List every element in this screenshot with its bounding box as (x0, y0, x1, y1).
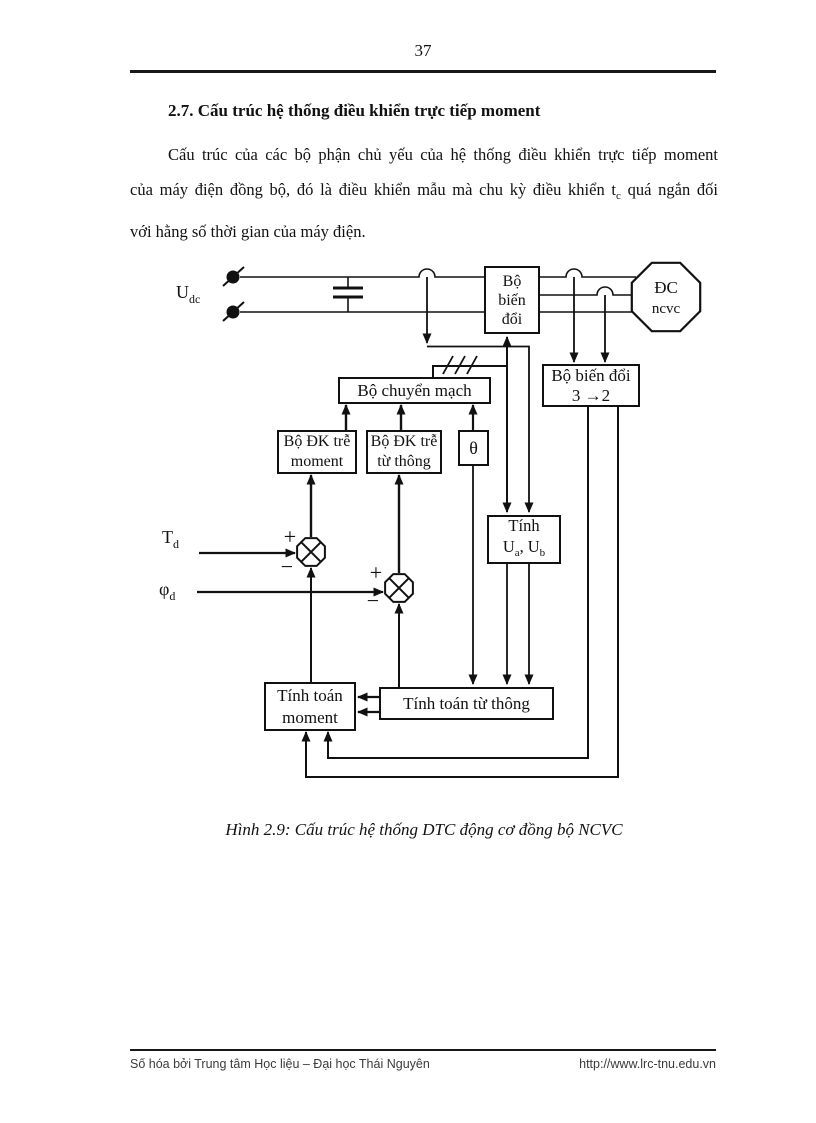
block-converter-3to2-line1: Bộ biến đổi (551, 365, 631, 385)
moment-junction-minus-sign: − (281, 554, 293, 579)
phid-sub: d (169, 589, 176, 603)
block-hysteresis-moment-line2: moment (290, 453, 344, 470)
block-calc-flux-label: Tính toán từ thông (403, 693, 530, 713)
block-calc-moment: Tính toán moment (264, 682, 356, 731)
figure-caption: Hình 2.9: Cấu trúc hệ thống DTC động cơ … (225, 820, 623, 839)
td-sub: d (173, 537, 179, 551)
footer-left-text: Số hóa bởi Trung tâm Học liệu – Đại học … (130, 1057, 430, 1071)
block-calc-flux: Tính toán từ thông (379, 687, 554, 720)
flux-junction-x (388, 577, 410, 599)
td-label: Td (162, 527, 179, 552)
dc-terminal-top-slash (222, 266, 245, 287)
header-rule (130, 70, 716, 73)
bundle-slash-1 (442, 355, 454, 375)
td-base: T (162, 527, 173, 547)
paragraph-line-2-text: của máy điện đồng bộ, đó là điều khiển m… (130, 180, 616, 199)
moment-junction-x (300, 541, 322, 563)
ub-symbol: U (527, 537, 540, 556)
footer-rule (130, 1049, 716, 1051)
section-heading: 2.7. Cấu trúc hệ thống điều khiển trực t… (168, 101, 541, 120)
moment-junction-plus-sign: + (284, 524, 296, 549)
bundle-slash-3 (466, 355, 478, 375)
dc-terminal-bottom-slash (222, 301, 245, 322)
body-paragraph: Cấu trúc của các bộ phận chủ yếu của hệ … (130, 137, 718, 249)
block-calc-moment-line2: moment (282, 707, 338, 727)
block-hysteresis-moment-line1: Bộ ĐK trễ (283, 433, 351, 450)
tc-subscript: c (616, 190, 621, 202)
ub-subscript: b (539, 547, 546, 559)
footer-right-text: http://www.lrc-tnu.edu.vn (579, 1057, 716, 1071)
block-inverter-line2: biến (498, 291, 526, 309)
udc-base: U (176, 282, 189, 302)
phid-label: φd (159, 579, 175, 604)
ua-subscript: a (514, 547, 520, 559)
motor-phase-line-2 (538, 286, 636, 296)
current-feedback-inner (323, 406, 589, 759)
block-converter-3to2-line2: 3 →2 (571, 385, 611, 405)
phid-base: φ (159, 579, 170, 599)
paragraph-line-1: Cấu trúc của các bộ phận chủ yếu của hệ … (168, 145, 718, 164)
block-calc-uab-line2: Ua,Ub (503, 536, 545, 564)
block-calc-uab-line1: Tính (508, 516, 540, 535)
udc-sub: dc (189, 292, 201, 306)
block-calc-uab: Tính Ua,Ub (487, 515, 561, 564)
paragraph-line-2-tail: quá ngắn đối (627, 180, 719, 199)
gate-bundle-line (432, 365, 507, 377)
dc-bus-top-line (240, 268, 484, 278)
block-hysteresis-flux-line1: Bộ ĐK trễ (370, 433, 438, 450)
block-calc-moment-line1: Tính toán (277, 685, 343, 705)
block-converter-3to2: Bộ biến đổi 3 →2 (542, 364, 640, 407)
block-theta-label: θ (469, 438, 478, 458)
block-theta: θ (458, 430, 489, 466)
block-hysteresis-flux-line2: từ thông (377, 453, 431, 470)
motor-octagon (630, 261, 702, 333)
block-hysteresis-flux: Bộ ĐK trễ từ thông (366, 430, 442, 474)
block-switch-table: Bộ chuyển mạch (338, 377, 491, 404)
paragraph-line-3: với hằng số thời gian của máy điện. (130, 222, 366, 241)
ua-symbol: U (502, 537, 515, 556)
flux-junction-plus-sign: + (370, 560, 382, 585)
motor-phase-line-1 (538, 268, 636, 278)
motor-label-line1: ĐC (654, 278, 678, 297)
flux-junction-minus-sign: − (367, 588, 379, 613)
motor-label-line2: ncvc (652, 301, 681, 317)
paragraph-line-2: của máy điện đồng bộ, đó là điều khiển m… (130, 172, 718, 214)
page-number: 37 (414, 41, 432, 60)
current-feedback-outer (301, 406, 619, 778)
voltage-feed-line (427, 345, 534, 513)
block-inverter-line1: Bộ (502, 272, 522, 290)
bundle-slash-2 (454, 355, 466, 375)
block-inverter: Bộ biến đổi (484, 266, 540, 334)
block-switch-table-label: Bộ chuyển mạch (357, 380, 472, 400)
block-inverter-line3: đổi (501, 310, 523, 328)
uab-comma: , (519, 537, 524, 556)
udc-label: Udc (176, 282, 200, 307)
block-hysteresis-moment: Bộ ĐK trễ moment (277, 430, 357, 474)
